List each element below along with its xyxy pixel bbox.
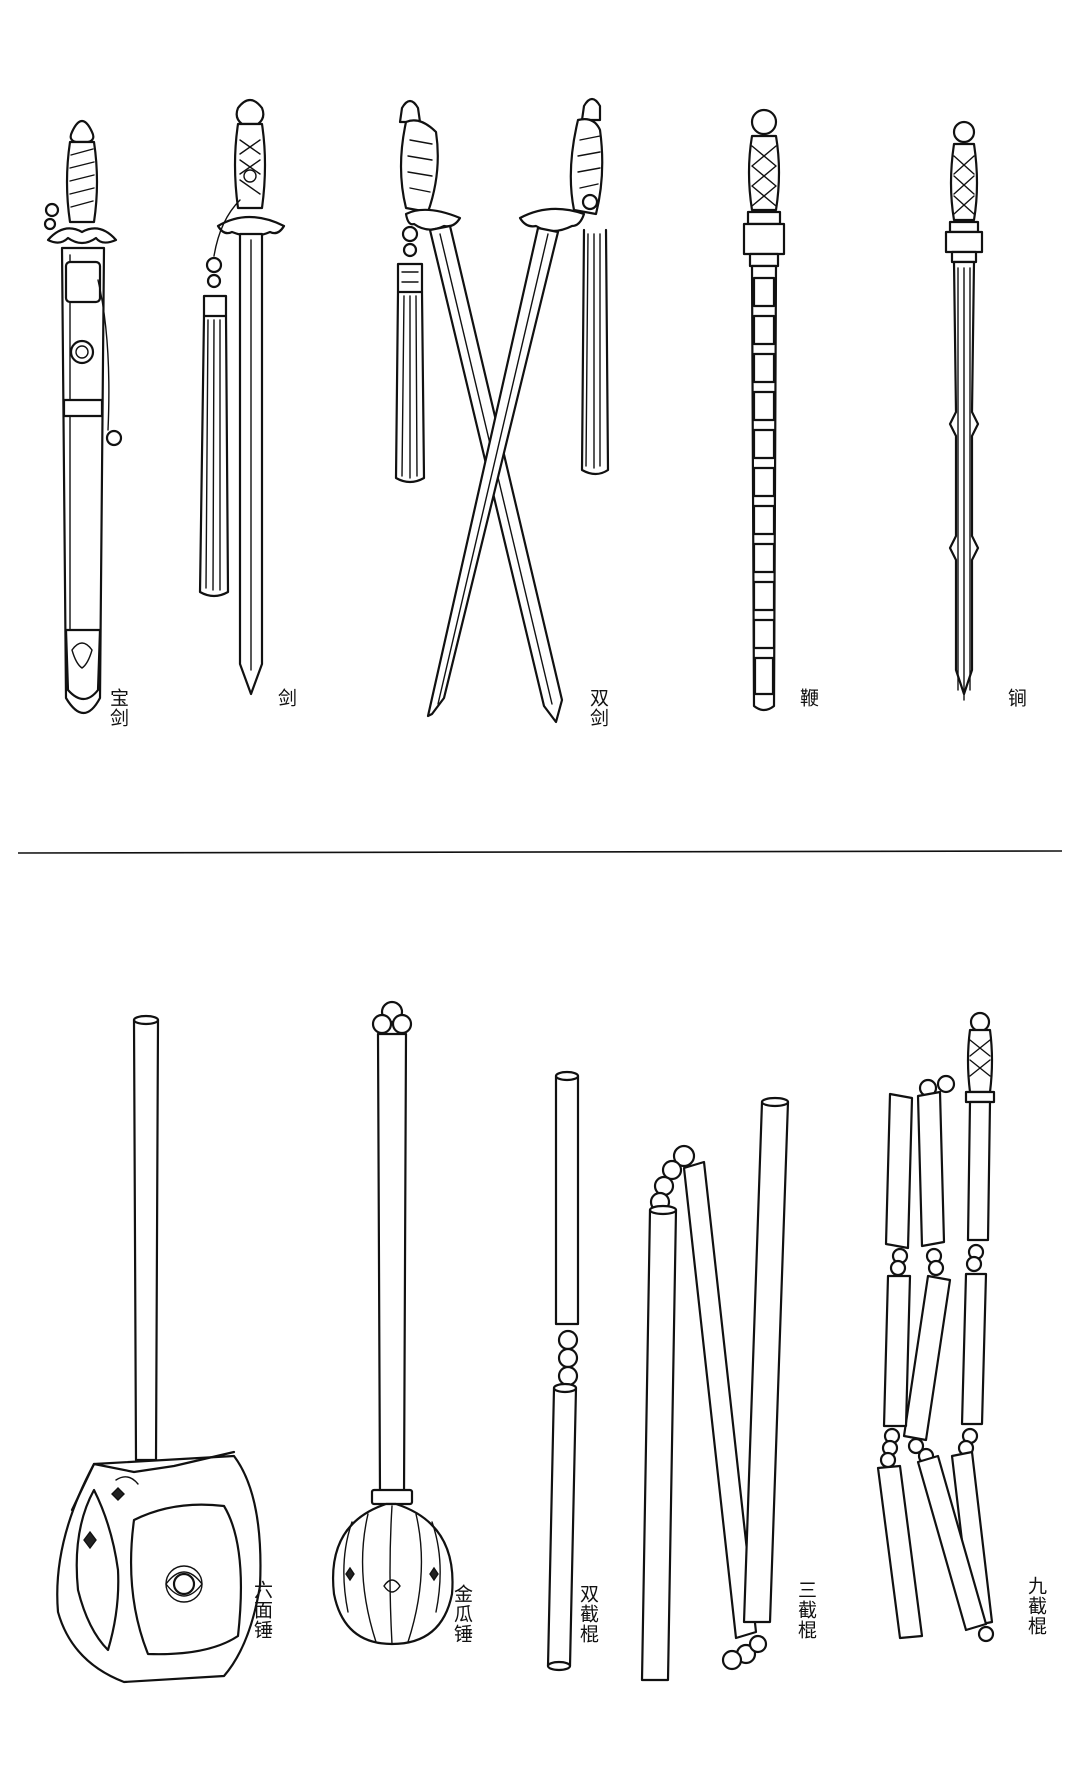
jinguachui-drawing [332,1000,454,1646]
label-liumianchui: 六面锤 [251,1580,273,1640]
label-jian2: 锏 [1005,688,1027,708]
label-bian: 鞭 [797,688,819,708]
label-jiujiegun: 九截棍 [1025,1576,1047,1636]
label-shuangjian: 双剑 [587,688,609,728]
label-sanjiegun: 三截棍 [795,1580,817,1640]
label-shuangjiegun: 双截棍 [577,1584,599,1644]
label-jinguachui: 金瓜锤 [451,1584,473,1644]
sanjiegun-drawing [640,1096,790,1682]
jiujiegun-drawing [876,1011,996,1643]
liumianchui-drawing [56,1014,262,1684]
row-divider [17,850,1063,854]
label-baojian: 宝剑 [107,688,129,728]
label-jian: 剑 [275,688,297,708]
jian-drawing [198,98,286,696]
jian2-drawing [944,120,984,701]
shuangjian-drawing [394,97,610,724]
bian-drawing [742,108,786,712]
shuangjiegun-drawing [546,1070,580,1672]
baojian-drawing [43,119,123,715]
